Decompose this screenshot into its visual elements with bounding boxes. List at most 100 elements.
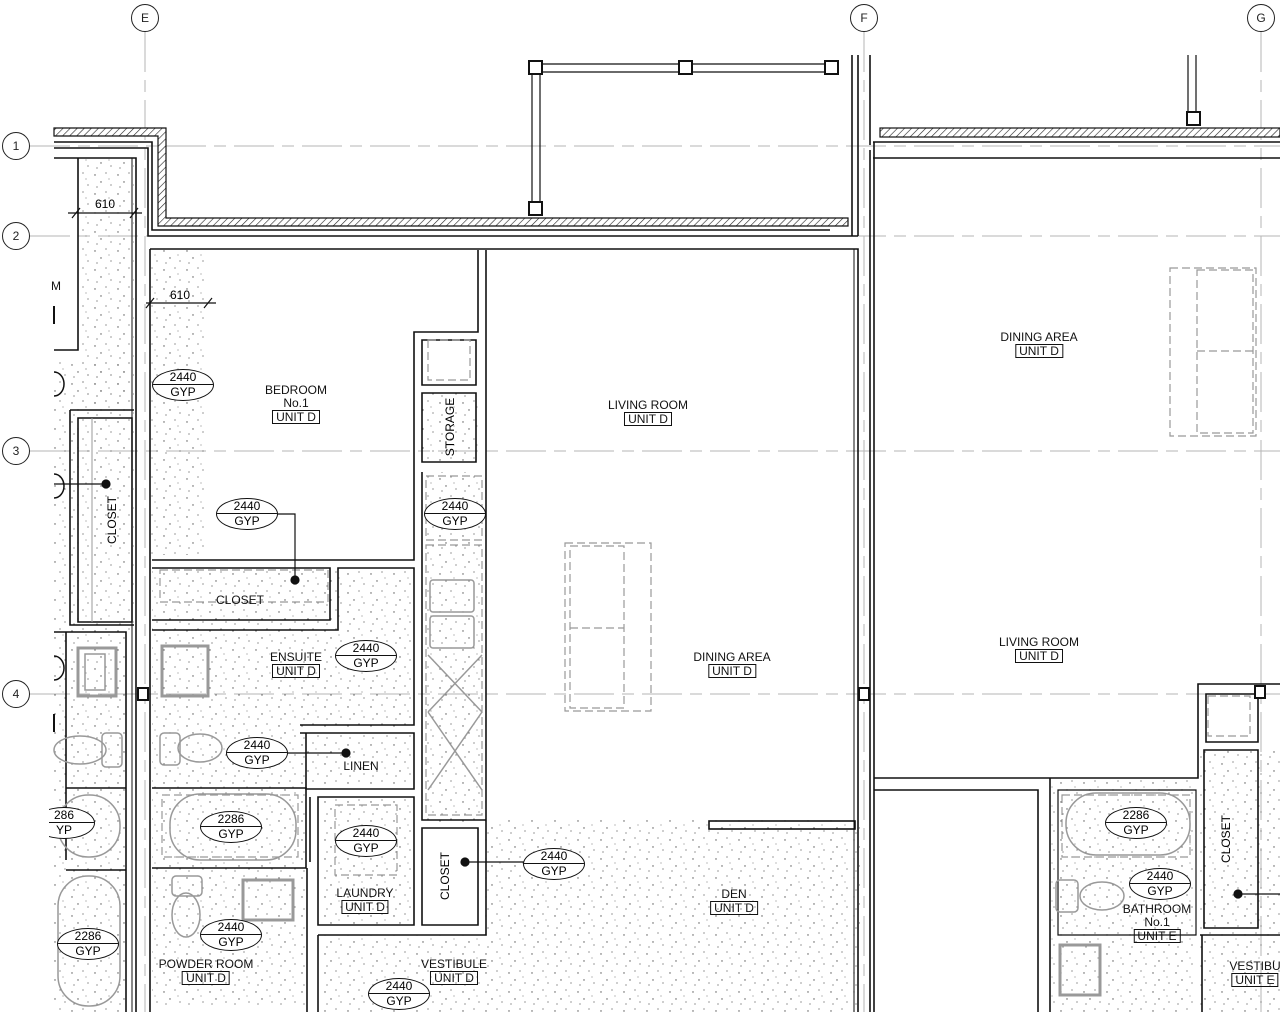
ceiling-height: 2440 — [153, 370, 213, 385]
ceiling-material: GYP — [218, 827, 244, 841]
closet-label-vertical: CLOSET — [105, 495, 119, 545]
room-label-laundry: LAUNDRY UNIT D — [336, 886, 394, 914]
closet-label-vertical: CLOSET — [1219, 814, 1233, 864]
ceiling-material: GYP — [1123, 823, 1149, 837]
ceiling-material: GYP — [386, 994, 412, 1008]
unit-tag: UNIT D — [430, 971, 478, 985]
ceiling-height: 286 — [49, 808, 94, 823]
room-label-living-room-right: LIVING ROOM UNIT D — [999, 636, 1079, 663]
unit-tag: UNIT D — [341, 900, 389, 914]
room-name: ENSUITE — [269, 650, 323, 664]
dimension-label: 610 — [94, 197, 116, 211]
fixtures-solid — [53, 579, 1191, 1007]
ceiling-material: GYP — [234, 514, 260, 528]
tiled-areas — [54, 158, 1280, 1012]
room-number: No.1 — [283, 396, 309, 410]
leader-lines — [54, 479, 1280, 899]
unit-tag: UNIT D — [182, 971, 230, 985]
unit-tag: UNIT D — [710, 901, 758, 915]
room-name: DEN — [721, 887, 747, 901]
dimension-lines — [68, 207, 216, 309]
room-label-den: DEN UNIT D — [710, 888, 758, 915]
linen-label: LINEN — [343, 759, 379, 773]
room-label-dining-area-right: DINING AREA UNIT D — [1000, 330, 1078, 358]
grid-bubble-3: 3 — [2, 437, 30, 465]
ceiling-material: GYP — [353, 656, 379, 670]
room-name: VESTIBULE — [420, 957, 488, 971]
room-name: DINING AREA — [693, 650, 771, 664]
ceiling-height: 2440 — [227, 738, 287, 753]
room-name: LIVING ROOM — [607, 398, 689, 412]
ceiling-height: 2440 — [336, 826, 396, 841]
closet-label-vertical: CLOSET — [438, 851, 452, 901]
room-label-living-room: LIVING ROOM UNIT D — [608, 399, 688, 426]
room-label-bathroom-1-unit-e: BATHROOM No.1 UNIT E — [1123, 903, 1191, 943]
room-name: POWDER ROOM — [158, 957, 254, 971]
ceiling-material: GYP — [442, 514, 468, 528]
room-label-vestibule: VESTIBULE UNIT D — [421, 958, 487, 985]
room-number: No.1 — [1144, 915, 1170, 929]
room-label-vestibule-unit-e: VESTIBU UNIT E — [1229, 960, 1280, 987]
ceiling-material: GYP — [170, 385, 196, 399]
unit-tag: UNIT E — [1133, 929, 1181, 943]
dimension-label: 610 — [169, 288, 191, 302]
room-name: LAUNDRY — [336, 886, 394, 900]
storage-label: STORAGE — [443, 397, 457, 457]
ceiling-height: 2286 — [1106, 808, 1166, 823]
ceiling-height: 2286 — [201, 812, 261, 827]
exterior-wall — [53, 127, 1280, 227]
unit-tag: UNIT E — [1231, 973, 1279, 987]
room-label-dining-area: DINING AREA UNIT D — [693, 650, 771, 678]
unit-tag: UNIT D — [708, 664, 756, 678]
ceiling-material: YP — [55, 823, 72, 837]
ceiling-height: 2440 — [201, 920, 261, 935]
grid-bubble-4: 4 — [2, 680, 30, 708]
ceiling-height: 2440 — [217, 499, 277, 514]
room-name: BEDROOM — [264, 383, 328, 397]
unit-tag: UNIT D — [272, 410, 320, 424]
room-name: BATHROOM — [1122, 902, 1192, 916]
ceiling-height: 2286 — [58, 929, 118, 944]
closet-label: CLOSET — [215, 593, 265, 607]
ceiling-material: GYP — [541, 864, 567, 878]
room-label-ensuite: ENSUITE UNIT D — [270, 651, 322, 678]
ceiling-material: GYP — [244, 753, 270, 767]
room-name: LIVING ROOM — [998, 635, 1080, 649]
grid-bubble-1: 1 — [2, 132, 30, 160]
unit-tag: UNIT D — [272, 664, 320, 678]
ceiling-height: 2440 — [1130, 869, 1190, 884]
grid-bubble-f: F — [850, 4, 878, 32]
railing-posts — [137, 60, 1266, 701]
room-name: DINING AREA — [1000, 330, 1078, 344]
room-name: VESTIBU — [1229, 959, 1280, 973]
unit-tag: UNIT D — [1015, 344, 1063, 358]
ceiling-material: GYP — [218, 935, 244, 949]
room-label-bedroom-1: BEDROOM No.1 UNIT D — [265, 384, 327, 424]
grid-bubble-g: G — [1247, 4, 1275, 32]
ceiling-material: GYP — [1147, 884, 1173, 898]
ceiling-height: 2440 — [425, 499, 485, 514]
ceiling-material: GYP — [353, 841, 379, 855]
unit-tag: UNIT D — [624, 412, 672, 426]
unit-tag: UNIT D — [1015, 649, 1063, 663]
ceiling-height: 2440 — [336, 641, 396, 656]
partial-room-label: M — [51, 279, 61, 293]
ceiling-height: 2440 — [369, 979, 429, 994]
grid-bubble-e: E — [131, 4, 159, 32]
grid-bubble-2: 2 — [2, 222, 30, 250]
ceiling-material: GYP — [75, 944, 101, 958]
ceiling-height: 2440 — [524, 849, 584, 864]
